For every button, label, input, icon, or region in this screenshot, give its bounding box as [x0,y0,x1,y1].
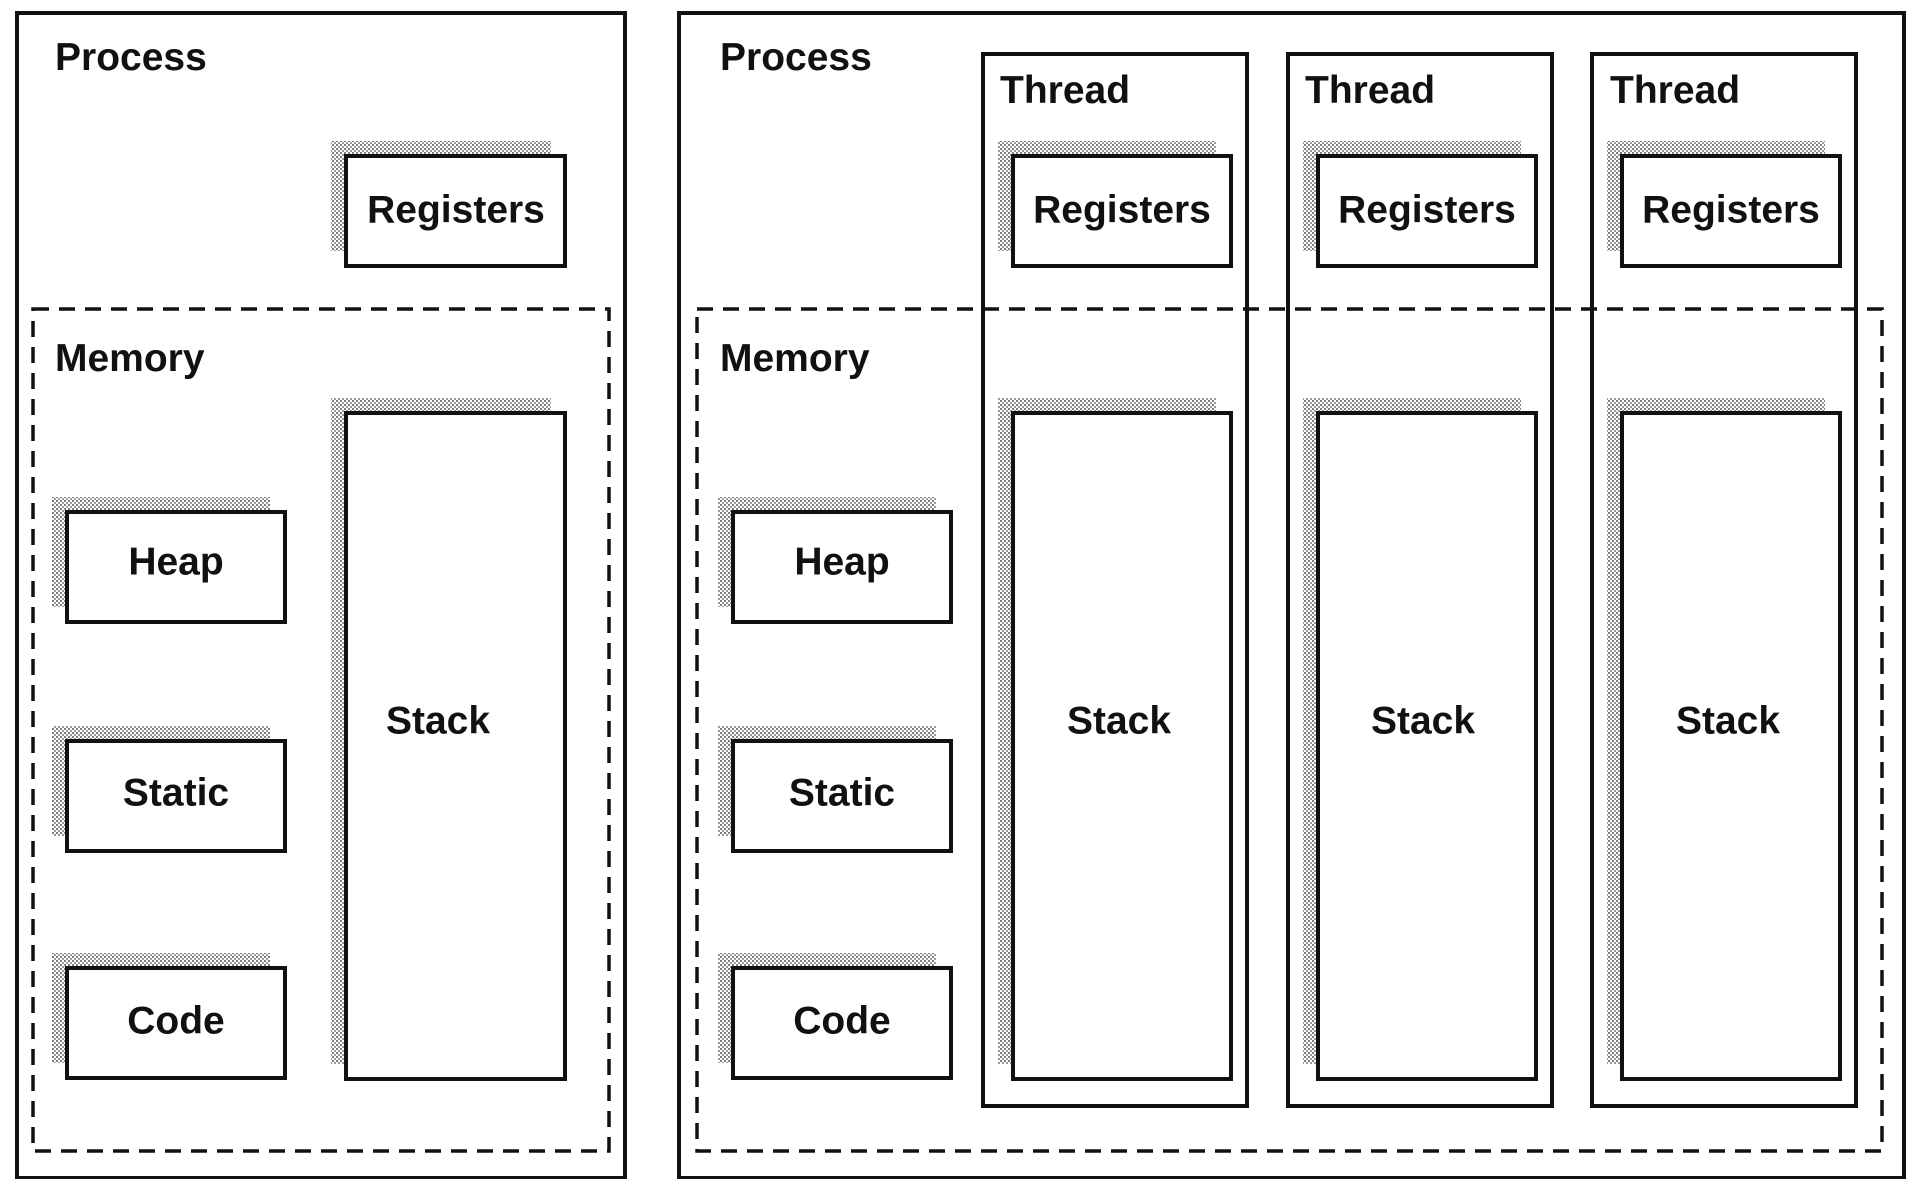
process-label: Process [720,36,872,79]
thread-label: Thread [1305,69,1435,112]
process-label: Process [55,36,207,79]
single-threaded-process: Process Registers Memory Heap Static Cod… [15,11,627,1179]
stack-label: Stack [1067,699,1171,742]
stack-box: Stack [1303,398,1538,1081]
thread-label: Thread [1000,69,1130,112]
stack-box: Stack [1607,398,1842,1081]
static-label: Static [123,771,229,814]
process-frame [677,11,1906,1179]
thread-frame [981,52,1249,1108]
stack-label: Stack [386,699,490,742]
thread-label: Thread [1610,69,1740,112]
thread-frame [1590,52,1858,1108]
memory-region [31,307,611,1153]
memory-label: Memory [720,337,870,380]
stack-box: Stack [331,398,567,1081]
heap-label: Heap [128,540,223,583]
thread-1: Thread Registers Stack [981,52,1249,1108]
heap-label: Heap [794,540,889,583]
static-label: Static [789,771,895,814]
stack-label: Stack [1676,699,1780,742]
code-label: Code [127,999,225,1042]
registers-box: Registers [1303,141,1538,268]
code-box: Code [718,953,953,1080]
registers-box: Registers [998,141,1233,268]
process-frame [15,11,627,1179]
memory-label: Memory [55,337,205,380]
static-box: Static [52,726,287,853]
stack-box: Stack [998,398,1233,1081]
registers-box: Registers [1607,141,1842,268]
stack-label: Stack [1371,699,1475,742]
heap-box: Heap [52,497,287,624]
thread-2: Thread Registers Stack [1286,52,1554,1108]
code-label: Code [793,999,891,1042]
registers-label: Registers [1338,188,1516,231]
registers-label: Registers [367,188,545,231]
multi-threaded-process: Process Memory Heap Static Code Thread [677,11,1906,1179]
thread-frame [1286,52,1554,1108]
code-box: Code [52,953,287,1080]
registers-box: Registers [331,141,567,268]
heap-box: Heap [718,497,953,624]
thread-3: Thread Registers Stack [1590,52,1858,1108]
registers-label: Registers [1033,188,1211,231]
static-box: Static [718,726,953,853]
registers-label: Registers [1642,188,1820,231]
